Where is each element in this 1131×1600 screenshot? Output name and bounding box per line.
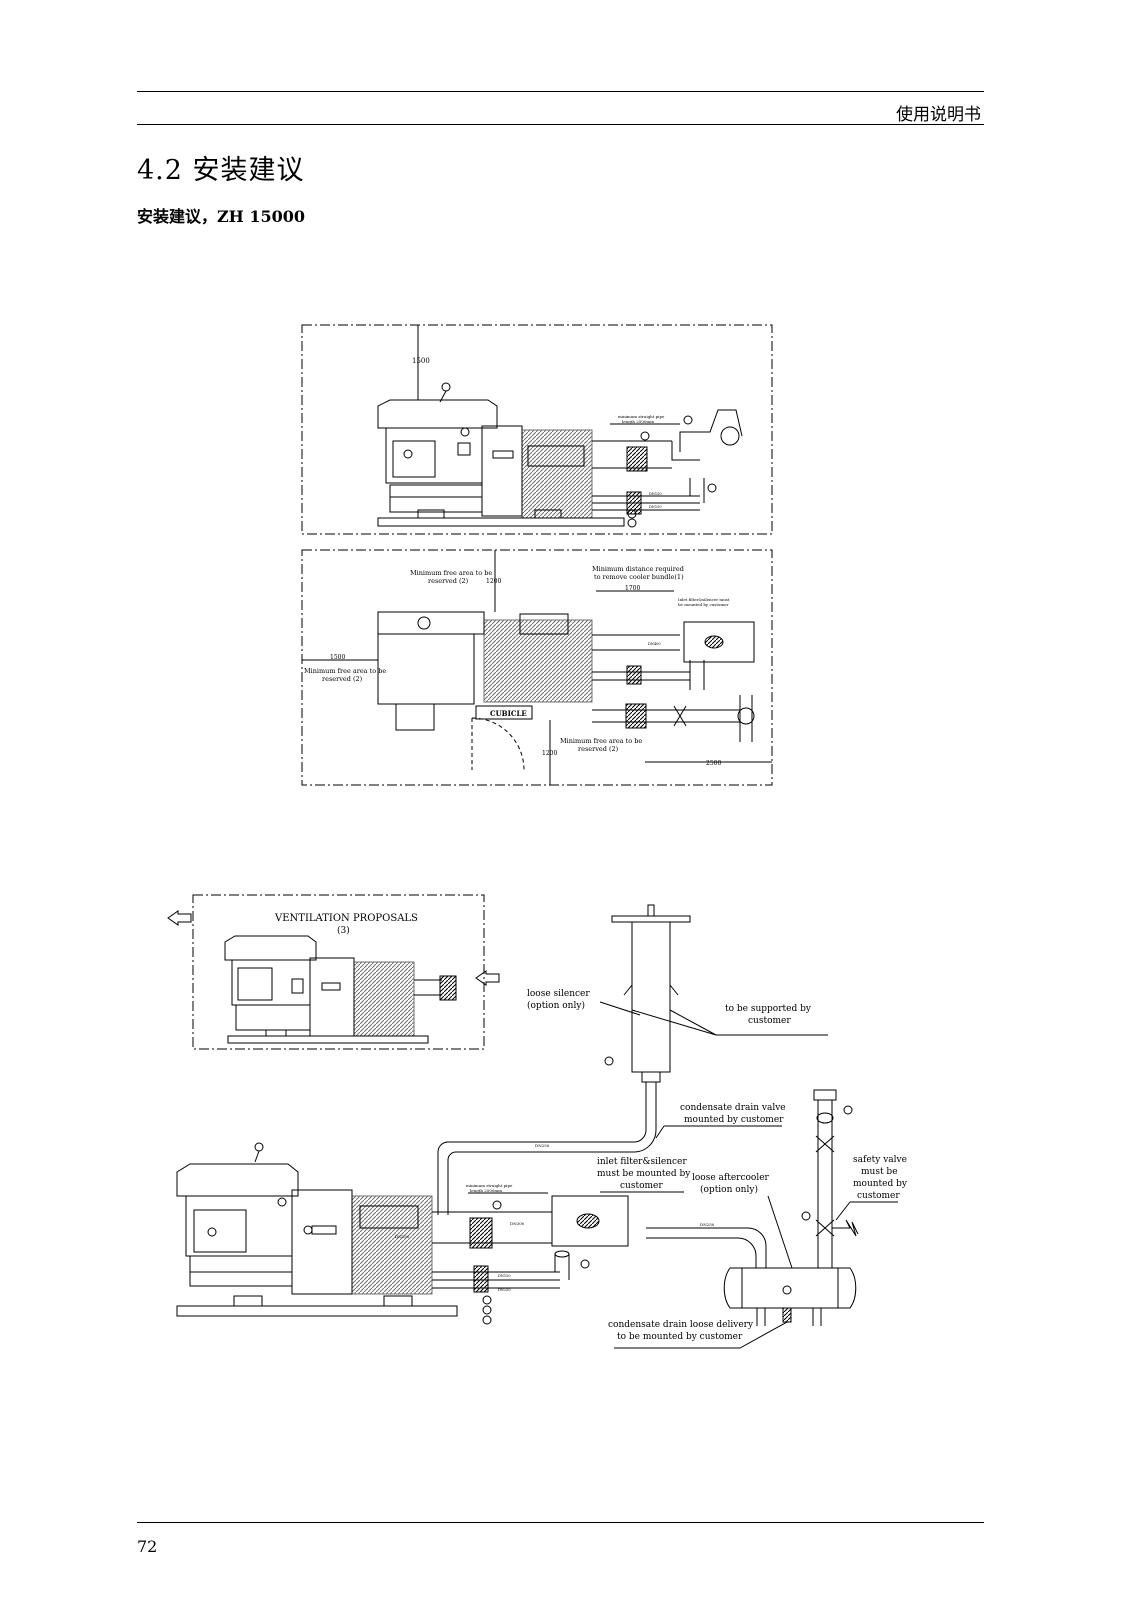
straight-pipe-2: length 2500mm <box>622 419 654 424</box>
ventilation-view: VENTILATION PROPOSALS (3) <box>167 894 500 1050</box>
dn-label-f: DN250 <box>700 1222 715 1227</box>
dim-top: 1200 <box>486 578 501 585</box>
supported-by-1: to be supported by <box>725 1004 812 1014</box>
min-distance-1: Minimum distance required <box>592 565 684 573</box>
safety-valve-2: must be <box>861 1167 898 1177</box>
plan-view: Minimum free area to be reserved (2) 120… <box>301 549 773 786</box>
supported-by-2: customer <box>748 1016 791 1026</box>
dim-bottom: 1200 <box>542 750 557 757</box>
min-free-left-1: Minimum free area to be <box>304 667 386 675</box>
page-number: 72 <box>137 1537 158 1556</box>
header-rule-bottom <box>137 124 984 125</box>
dn-label-b: DN300 <box>510 1221 525 1226</box>
cubicle-label: CUBICLE <box>490 709 527 718</box>
dim-right: 2500 <box>706 760 721 767</box>
header-title: 使用说明书 <box>896 105 981 125</box>
loose-aftercooler-1: loose aftercooler <box>692 1173 770 1183</box>
straight-pipe-lower-2: length 2500mm <box>470 1188 502 1193</box>
inlet-note-2: be mounted by customer <box>678 602 728 607</box>
min-distance-2: to remove cooler bundle(1) <box>594 573 684 581</box>
min-free-bottom-1: Minimum free area to be <box>560 737 642 745</box>
dn-label-c: DN150 <box>498 1274 511 1278</box>
min-free-top-2: reserved (2) <box>428 577 469 585</box>
dim-cooler: 1700 <box>625 585 640 592</box>
ventilation-title: VENTILATION PROPOSALS <box>274 913 418 924</box>
dn-label-d: DN150 <box>498 1288 511 1292</box>
condensate-delivery-1: condensate drain loose delivery <box>608 1320 754 1330</box>
condensate-valve-2: mounted by customer <box>684 1115 784 1125</box>
dn-label-e: DN150 <box>395 1234 410 1239</box>
min-free-left-2: reserved (2) <box>322 675 363 683</box>
elevation-view: 1500 minimum straight pipe length 2500mm <box>301 324 773 535</box>
condensate-delivery-2: to be mounted by customer <box>617 1332 743 1342</box>
dn-label-1: DN150 <box>649 492 662 496</box>
loose-aftercooler-2: (option only) <box>700 1184 758 1195</box>
straight-pipe-lower-1: minimum straight pipe <box>466 1183 513 1188</box>
inlet-filter-2: must be mounted by <box>597 1169 691 1179</box>
min-free-bottom-2: reserved (2) <box>578 745 619 753</box>
ventilation-note: (3) <box>337 925 350 936</box>
dn-label-a: DN250 <box>535 1143 550 1148</box>
footer-rule <box>137 1522 984 1523</box>
dim-left: 1500 <box>330 654 345 661</box>
inlet-filter-3: customer <box>620 1181 663 1191</box>
inlet-filter-1: inlet filter&silencer <box>597 1157 687 1167</box>
installation-assembly: loose silencer (option only) to be suppo… <box>176 904 908 1349</box>
min-free-top-1: Minimum free area to be <box>410 569 492 577</box>
safety-valve-1: safety valve <box>853 1155 907 1165</box>
dn-label-2: DN150 <box>649 505 662 509</box>
dim-height: 1500 <box>412 357 430 365</box>
loose-silencer-1: loose silencer <box>527 989 590 999</box>
dn400-label: DN400 <box>648 642 661 646</box>
safety-valve-4: customer <box>857 1191 900 1201</box>
safety-valve-3: mounted by <box>853 1179 908 1189</box>
loose-silencer-2: (option only) <box>527 1000 585 1011</box>
section-subtitle: 安装建议，ZH 15000 <box>137 207 306 226</box>
header-rule-top <box>137 91 984 92</box>
section-title: 4.2 安装建议 <box>137 155 305 186</box>
condensate-valve-1: condensate drain valve <box>680 1103 786 1113</box>
straight-pipe-1: minimum straight pipe <box>618 414 665 419</box>
inlet-note-1: Inlet filter&silencer must <box>678 597 730 602</box>
